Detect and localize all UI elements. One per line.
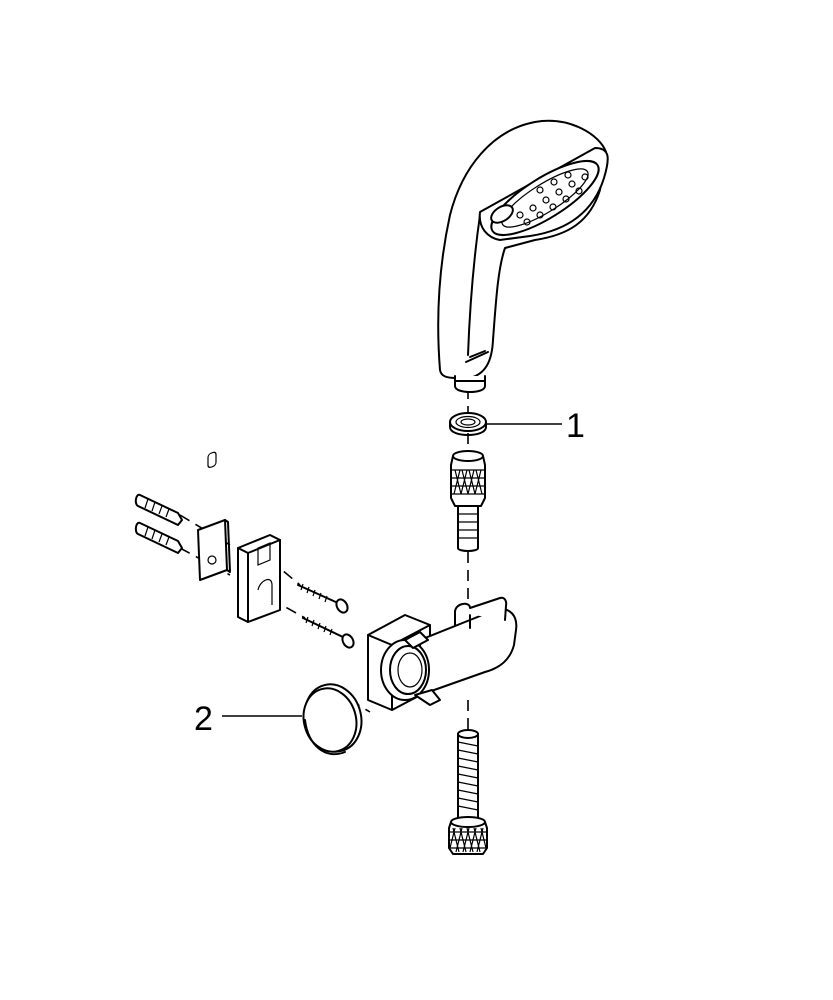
- screw-upper: [297, 583, 349, 614]
- spray-nozzles: [516, 171, 589, 226]
- hand-shower: [437, 119, 609, 393]
- cover-cap: [302, 683, 363, 756]
- wall-bracket: [237, 534, 281, 623]
- callout-number-1: 1: [566, 407, 585, 445]
- hose-connector-upper: [450, 450, 486, 552]
- callout-number-2: 2: [194, 700, 213, 738]
- hose-connector-lower: [448, 729, 488, 855]
- wall-plug-upper: [134, 493, 183, 526]
- seal-washer: [449, 412, 487, 436]
- mounting-plate: [197, 451, 231, 581]
- screw-lower: [302, 616, 355, 649]
- shower-holder: [367, 596, 518, 711]
- wall-plug-lower: [134, 521, 183, 554]
